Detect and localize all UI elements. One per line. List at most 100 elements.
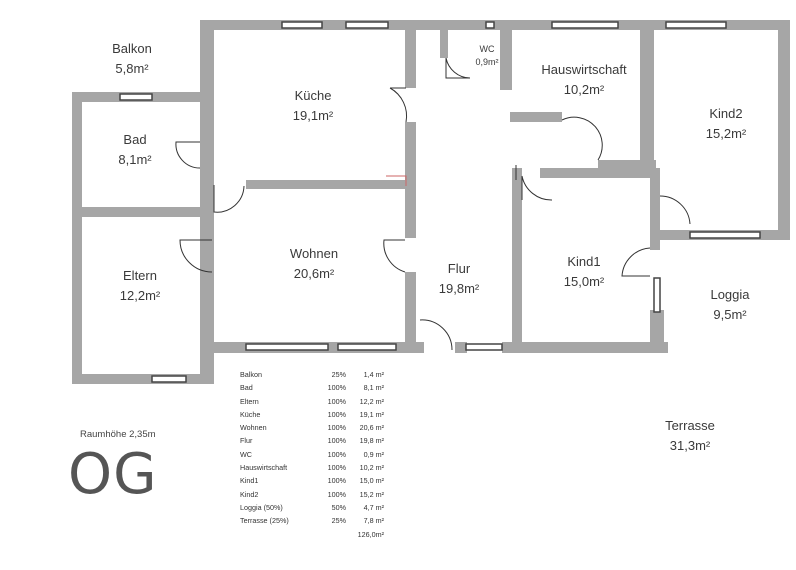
door-arc (175, 141, 201, 169)
door-arc (445, 57, 471, 79)
door-arc (213, 185, 245, 213)
wall-bottom-kind1 (502, 342, 668, 353)
room-height-label: Raumhöhe 2,35m (80, 429, 156, 440)
wall-hw-bottom-b (598, 160, 656, 170)
row-pct: 100% (327, 396, 346, 406)
room-name-wc: WC (480, 44, 495, 54)
window (151, 375, 187, 383)
room-area-terrasse: 31,3m² (670, 438, 711, 453)
row-area: 19,1 m² (359, 409, 384, 419)
table-total: 126,0m² (240, 528, 400, 541)
row-pct: 50% (331, 502, 346, 512)
table-row: Küche 100% 19,1 m² (240, 408, 400, 421)
row-pct: 100% (327, 409, 346, 419)
wall-left (72, 92, 82, 384)
room-name-hauswirtschaft: Hauswirtschaft (541, 62, 627, 77)
walls (72, 20, 790, 384)
wall-top (200, 20, 790, 30)
window (345, 21, 389, 29)
table-row: Loggia (50%)50%4,7 m² (240, 501, 400, 514)
wall-kind1-right-c (650, 310, 664, 353)
wall-hw-right (640, 20, 654, 170)
wall-wc-left (440, 20, 448, 58)
wall-kitchen-wohnen (246, 180, 406, 189)
total-area: 126,0m² (357, 529, 384, 539)
room-area-eltern: 12,2m² (120, 288, 161, 303)
doors (175, 57, 691, 351)
row-area: 15,2 m² (359, 489, 384, 499)
wall-wohnen-flur-b (405, 272, 416, 352)
row-name: WC (240, 449, 252, 459)
row-name: Küche (240, 409, 261, 419)
wall-kitchen-flur-mid (405, 122, 416, 192)
room-area-kind1: 15,0m² (564, 274, 605, 289)
door-arc (561, 116, 603, 161)
room-name-kind2: Kind2 (709, 106, 742, 121)
room-area-wc: 0,9m² (475, 57, 498, 67)
door-arc (179, 239, 213, 273)
row-name: Terrasse (25%) (240, 516, 289, 526)
room-name-wohnen: Wohnen (290, 246, 338, 261)
wall-flur-kind1 (512, 168, 522, 353)
window (665, 21, 727, 29)
room-labels: Balkon 5,8m² Bad 8,1m² Eltern 12,2m² Küc… (112, 41, 750, 453)
room-area-kueche: 19,1m² (293, 108, 334, 123)
door-arc (521, 175, 553, 201)
room-name-terrasse: Terrasse (665, 418, 715, 433)
door-arc (389, 87, 408, 123)
windows (119, 21, 761, 383)
table-row: Kind2 100% 15,2 m² (240, 488, 400, 501)
window (119, 93, 153, 101)
room-name-loggia: Loggia (710, 287, 750, 302)
room-area-flur: 19,8m² (439, 281, 480, 296)
marker (386, 175, 407, 186)
room-name-kueche: Küche (295, 88, 332, 103)
row-name: Flur (240, 436, 253, 446)
room-name-flur: Flur (448, 261, 471, 276)
wall-eltern-bottom (72, 374, 212, 384)
row-name: Balkon (240, 370, 262, 379)
row-name: Kind2 (240, 489, 259, 499)
table-row: Terrasse (25%)25%7,8 m² (240, 514, 400, 527)
row-name: Bad (240, 383, 253, 393)
row-area: 20,6 m² (359, 423, 384, 433)
room-name-eltern: Eltern (123, 268, 157, 283)
row-area: 10,2 m² (359, 463, 384, 473)
row-area: 15,0 m² (359, 476, 384, 486)
door-arc (383, 239, 406, 273)
window (689, 231, 761, 239)
row-pct: 25% (331, 370, 346, 379)
table-row: Eltern 100% 12,2 m² (240, 395, 400, 408)
row-area: 0,9 m² (363, 449, 384, 459)
room-area-balkon: 5,8m² (115, 61, 149, 76)
wall-bottom-flur-b (455, 342, 467, 353)
wall-bottom-flur-a (410, 342, 424, 353)
row-area: 12,2 m² (359, 396, 384, 406)
wall-bad-eltern (72, 207, 212, 217)
room-area-hauswirtschaft: 10,2m² (564, 82, 605, 97)
wall-right (778, 20, 790, 240)
window (485, 21, 495, 29)
row-pct: 100% (327, 463, 346, 473)
wall-kind1-top (540, 168, 660, 178)
row-area: 7,8 m² (363, 516, 384, 526)
window (653, 277, 661, 313)
wall-wc-right (500, 20, 512, 90)
wall-hw-bottom-a (510, 112, 562, 122)
wall-bad-right (200, 100, 212, 140)
room-name-balkon: Balkon (112, 41, 152, 56)
row-area: 4,7 m² (363, 502, 384, 512)
wall-eltern-right (200, 175, 214, 355)
row-pct: 100% (327, 436, 346, 446)
row-pct: 100% (327, 489, 346, 499)
row-name: Eltern (240, 396, 259, 406)
window (337, 343, 397, 351)
